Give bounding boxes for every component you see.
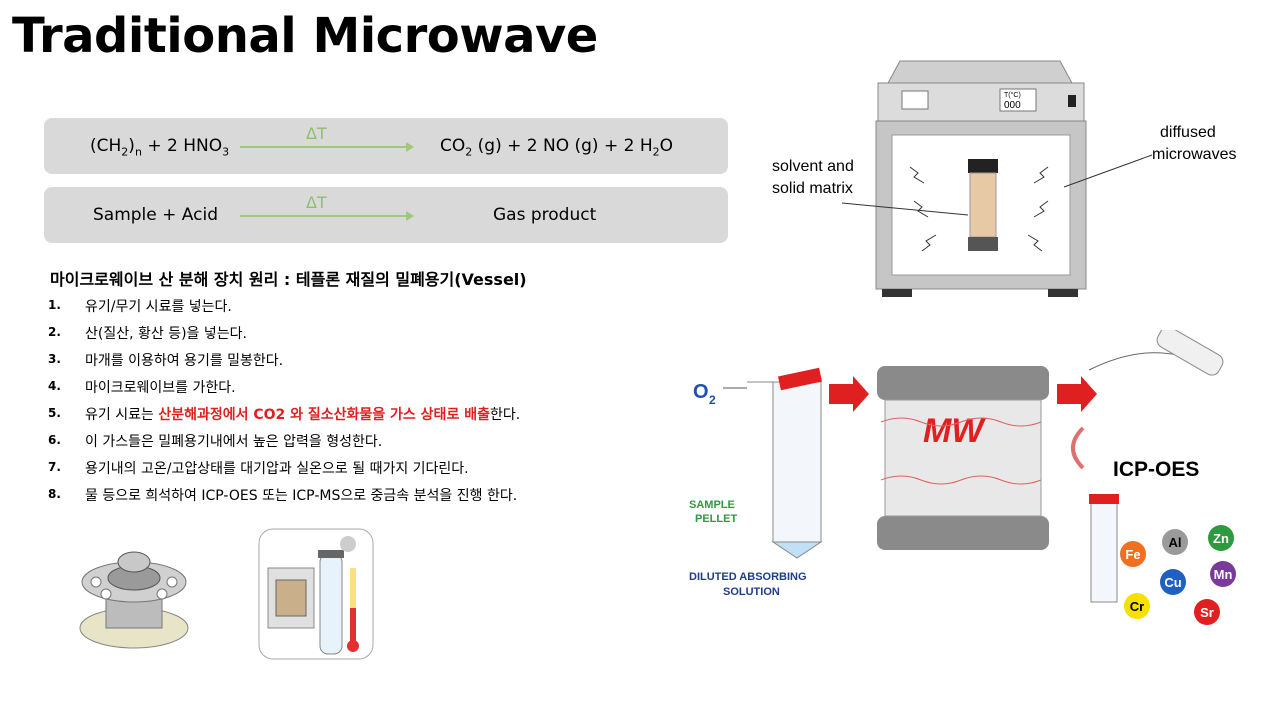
equation-1-left: (CH2)n + 2 HNO3 xyxy=(90,136,230,159)
delta-t-label-1: ΔT xyxy=(306,124,327,143)
list-item: 3.마개를 이용하여 용기를 밀봉한다. xyxy=(48,352,284,369)
list-item: 7.용기내의 고온/고압상태를 대기압과 실온으로 될 때가지 기다린다. xyxy=(48,460,469,477)
rotor-illustration xyxy=(79,551,189,649)
equation-1-right: CO2 (g) + 2 NO (g) + 2 H2O xyxy=(440,136,673,159)
equation-2-left: Sample + Acid xyxy=(93,205,218,225)
vessel-illustration xyxy=(258,528,374,660)
oven-display-digits: 000 xyxy=(1004,100,1021,111)
element-cu: Cu xyxy=(1164,575,1181,590)
list-item: 4.마이크로웨이브를 가한다. xyxy=(48,379,236,396)
delta-t-label-2: ΔT xyxy=(306,193,327,212)
element-al: Al xyxy=(1169,535,1182,550)
element-fe: Fe xyxy=(1125,547,1140,562)
oven-label-matrix: solid matrix xyxy=(772,180,853,197)
equation-2-right: Gas product xyxy=(493,205,597,225)
digestion-process-diagram: O 2 SAMPLE PELLET DILUTED ABSORBING SOLU… xyxy=(689,330,1236,625)
reaction-arrow-1 xyxy=(240,142,414,152)
oven-label-diffused: diffused xyxy=(1160,124,1216,141)
highlighted-text: 산분해과정에서 CO2 와 질소산화물을 가스 상태로 배출 xyxy=(158,407,490,423)
diluted-label: DILUTED ABSORBING xyxy=(689,571,807,583)
element-mn: Mn xyxy=(1214,567,1233,582)
oven-label-microwaves: microwaves xyxy=(1152,146,1236,163)
element-sr: Sr xyxy=(1200,605,1214,620)
list-item: 1.유기/무기 시료를 넣는다. xyxy=(48,298,232,315)
list-item: 2.산(질산, 황산 등)을 넣는다. xyxy=(48,325,247,342)
equation-box-1: (CH2)n + 2 HNO3 ΔT CO2 (g) + 2 NO (g) + … xyxy=(44,118,728,174)
steps-list: 1.유기/무기 시료를 넣는다. 2.산(질산, 황산 등)을 넣는다. 3.마… xyxy=(48,296,520,512)
oven-display-label: T(°C) xyxy=(1004,91,1021,99)
list-item: 8.물 등으로 희석하여 ICP-OES 또는 ICP-MS으로 중금속 분석을… xyxy=(48,487,518,504)
section-subtitle: 마이크로웨이브 산 분해 장치 원리 : 테플론 재질의 밀폐용기(Vessel… xyxy=(50,270,527,289)
solution-label: SOLUTION xyxy=(723,586,780,598)
equation-box-2: Sample + Acid ΔT Gas product xyxy=(44,187,728,243)
icp-oes-label: ICP-OES xyxy=(1113,458,1199,481)
list-item: 6.이 가스들은 밀폐용기내에서 높은 압력을 형성한다. xyxy=(48,433,383,450)
element-zn: Zn xyxy=(1213,531,1229,546)
microwave-oven-diagram: T(°C) 000 solvent and solid matrix diffu… xyxy=(772,60,1236,297)
page-title: Traditional Microwave xyxy=(12,8,598,64)
oven-label-solvent: solvent and xyxy=(772,158,854,175)
list-item: 5.유기 시료는 산분해과정에서 CO2 와 질소산화물을 가스 상태로 배출한… xyxy=(48,406,521,423)
pellet-label: PELLET xyxy=(695,513,737,525)
o2-label: O xyxy=(693,381,709,403)
reaction-arrow-2 xyxy=(240,211,414,221)
sample-label: SAMPLE xyxy=(689,499,735,511)
o2-subscript: 2 xyxy=(709,393,716,407)
element-cr: Cr xyxy=(1130,599,1144,614)
